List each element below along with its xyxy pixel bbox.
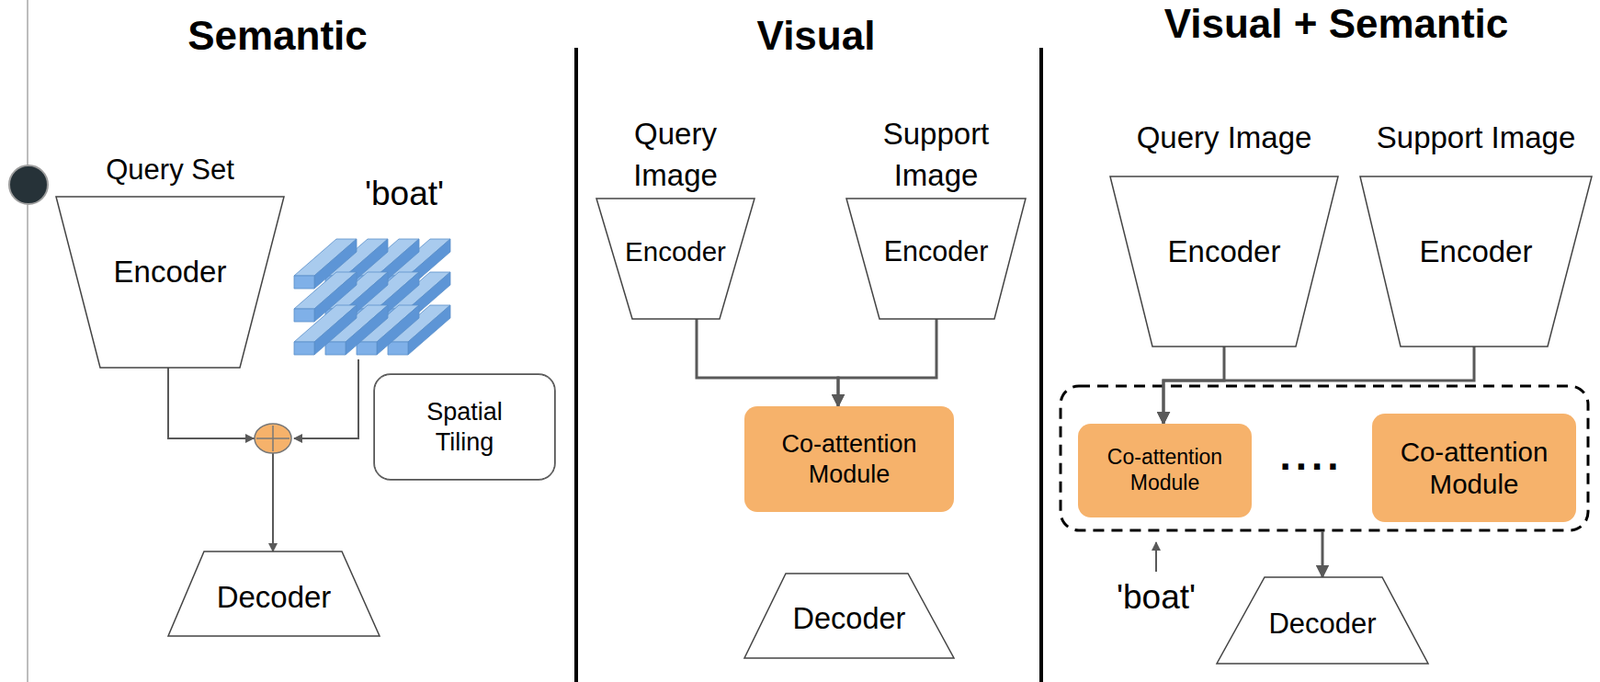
section-title: Visual + Semantic [1164, 0, 1510, 47]
dashed-group [1060, 385, 1589, 531]
trapezoid-block: Query ImageEncoder [596, 198, 755, 319]
connector [1163, 346, 1475, 424]
block-label: Encoder [624, 235, 727, 268]
block-label: Co-attention Module [757, 429, 942, 489]
trapezoid-block: Query ImageEncoder [1110, 176, 1339, 347]
sum-operator [254, 423, 292, 454]
trapezoid-block: Decoder [1216, 577, 1429, 664]
timeline-dot [9, 165, 48, 205]
connector [1163, 346, 1225, 424]
leader-arrow [1155, 542, 1158, 572]
connector [838, 318, 937, 407]
block-label: Decoder [793, 601, 907, 637]
timeline-line [26, 0, 29, 682]
ellipsis: .... [1280, 432, 1344, 479]
block-heading: Support Image [1338, 117, 1600, 159]
divider [574, 47, 579, 682]
class-word: 'boat' [1116, 578, 1196, 617]
block-label: Co-attention Module [1082, 444, 1249, 496]
trapezoid-block: Support ImageEncoder [1360, 176, 1592, 347]
divider [1039, 47, 1044, 682]
block-heading: Support Image [858, 113, 1015, 196]
embedding-tensor [294, 238, 451, 355]
trapezoid-block: Support ImageEncoder [846, 198, 1026, 319]
block-label: Encoder [1168, 233, 1282, 271]
section-title: Visual [757, 12, 876, 59]
trapezoid-block: Decoder [168, 551, 380, 636]
block-label: Decoder [216, 578, 332, 616]
block-heading: Query Image [1086, 117, 1362, 159]
box-outline [374, 374, 556, 480]
connector [1321, 531, 1325, 578]
block-label: Encoder [113, 253, 227, 291]
module-box: Co-attention Module [744, 406, 954, 512]
block-label: Encoder [1419, 233, 1533, 271]
block-label: Decoder [1268, 606, 1376, 641]
block-heading: Query Image [601, 113, 749, 196]
connector [696, 318, 839, 407]
trapezoid-block: Decoder [744, 573, 954, 659]
block-label: Encoder [884, 234, 989, 269]
block-heading: Query Set [68, 150, 272, 190]
module-box: Co-attention Module [1078, 423, 1252, 518]
trapezoid-block: Query SetEncoder [56, 196, 284, 368]
wire-head [240, 437, 254, 440]
class-word: 'boat' [364, 174, 444, 214]
block-label: Co-attention Module [1375, 435, 1574, 501]
block-label: Spatial Tiling [409, 397, 521, 457]
module-box: Spatial Tiling [374, 374, 556, 480]
module-box: Co-attention Module [1372, 413, 1577, 522]
tiling-wire [294, 359, 359, 439]
section-title: Semantic [187, 12, 368, 59]
connector [168, 367, 273, 552]
sum-operator [256, 437, 290, 440]
